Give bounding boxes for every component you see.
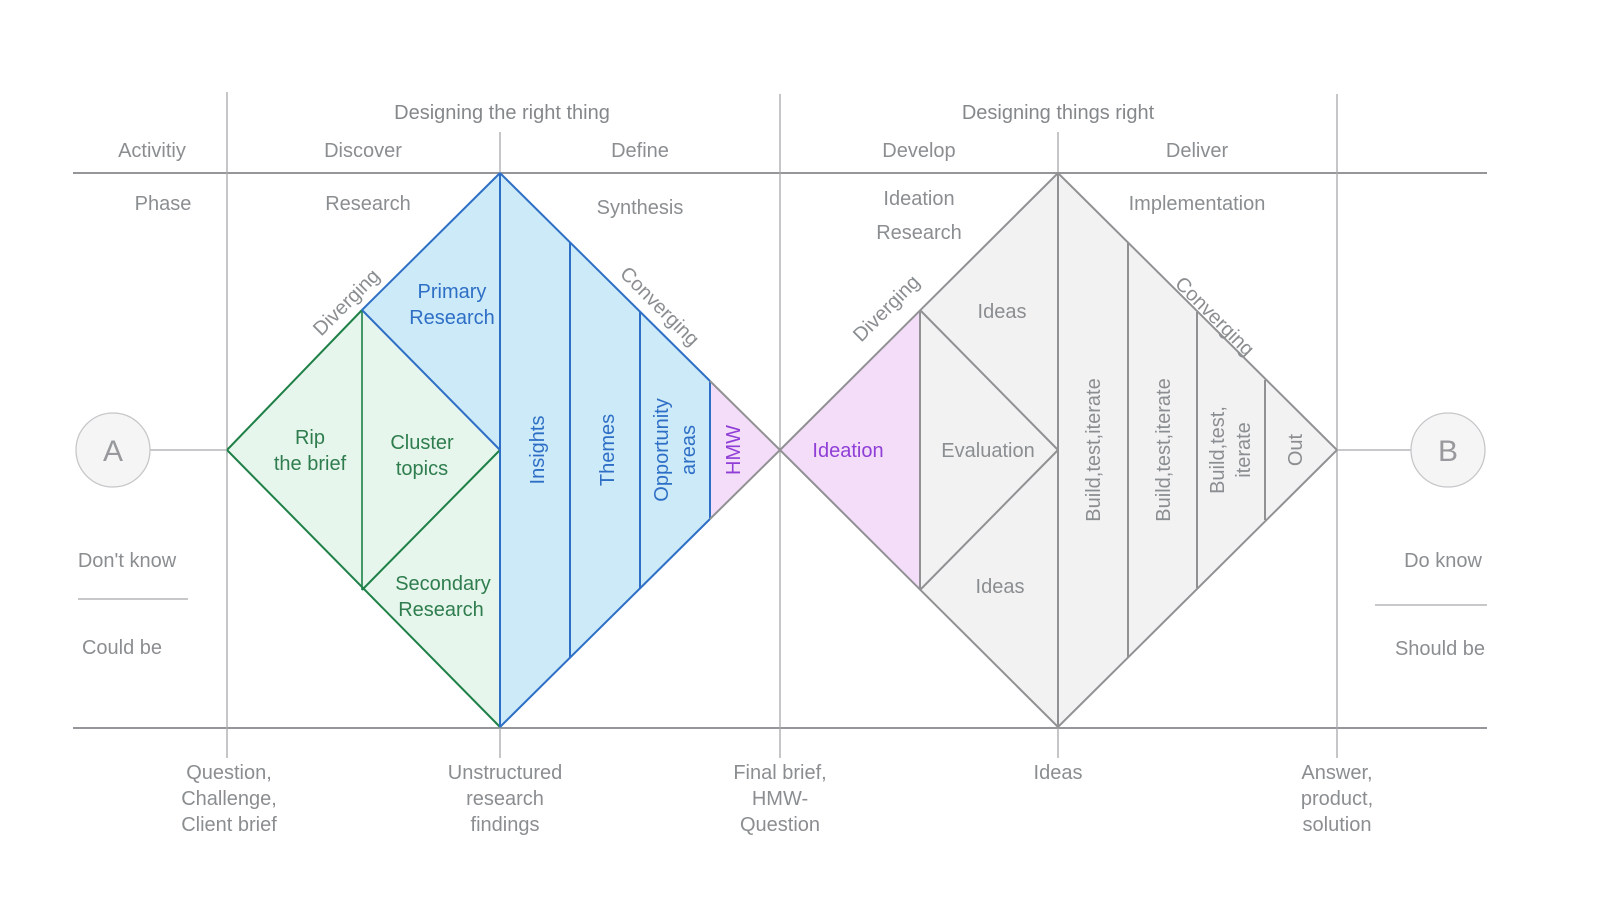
primary-research-line2: Research [409,307,495,329]
build-test-iterate-3-line2: iterate [1233,422,1255,478]
synthesis-cyan-region [500,173,710,727]
build-test-iterate-3-line1: Build,test, [1207,406,1229,494]
primary-research-region [362,173,500,450]
milestone-5-line3: solution [1303,814,1372,836]
start-state-top: Don't know [78,550,177,572]
out-label: Out [1285,433,1307,466]
ideation-label: Ideation [812,440,883,462]
milestone-1-line2: Challenge, [181,788,277,810]
d1-edge-left-top-green [226,309,363,451]
milestone-labels: Question, Challenge, Client brief Unstru… [181,762,1373,836]
phase-ideation-line2: Research [876,222,962,244]
ideas-bottom-label: Ideas [976,576,1025,598]
d1-edge-top-blue [361,172,501,311]
diamond1-lines [226,172,781,728]
build-test-iterate-1: Build,test,iterate [1083,378,1105,521]
d2-inner-edge-top [919,309,1059,451]
activity-row-label: Activitiy [118,140,186,162]
research-green-region [227,310,500,727]
activity-discover: Discover [324,140,402,162]
end-state-top: Do know [1404,550,1482,572]
d1-inner-edge-bottom [361,449,501,591]
rip-the-brief-line2: the brief [274,453,347,475]
group-title-right: Designing things right [962,102,1155,124]
d1-edge-right-top-blue [499,172,711,382]
phase-implementation: Implementation [1129,193,1266,215]
milestone-5-line1: Answer, [1301,762,1372,784]
b-circle [1410,412,1486,488]
evaluation-label: Evaluation [941,440,1034,462]
endpoint-b: B Do know Should be [1337,412,1487,660]
milestone-3-line1: Final brief, [733,762,826,784]
themes-label: Themes [597,414,619,486]
milestone-4-line1: Ideas [1034,762,1083,784]
opportunity-areas-line2: areas [678,425,700,475]
a-circle [75,412,151,488]
ideation-region [780,310,920,590]
end-state-bottom: Should be [1395,638,1485,660]
activity-define: Define [611,140,669,162]
build-test-iterate-2: Build,test,iterate [1153,378,1175,521]
diamond1-fills [227,173,780,727]
ideas-top-label: Ideas [978,301,1027,323]
activity-develop: Develop [882,140,955,162]
group-title-left: Designing the right thing [394,102,610,124]
secondary-research-line1: Secondary [395,573,491,595]
phase-research: Research [325,193,411,215]
cluster-topics-line2: topics [396,458,448,480]
endpoint-a: A Don't know Could be [75,412,227,659]
d1-edge-right-bottom-blue [499,518,711,728]
d1-edge-hmw-bottom-gray [709,449,781,520]
b-label: B [1438,435,1458,468]
milestone-2-line1: Unstructured [448,762,563,784]
milestone-2-line2: research [466,788,544,810]
milestone-3-line3: Question [740,814,820,836]
rip-the-brief-line1: Rip [295,427,325,449]
cluster-topics-line1: Cluster [390,432,454,454]
d2-inner-edge-bottom [919,449,1059,591]
d1-edge-hmw-top-gray [709,380,781,451]
opportunity-areas-line1: Opportunity [651,398,673,501]
milestone-1-line1: Question, [186,762,272,784]
a-label: A [103,435,123,468]
milestone-1-line3: Client brief [181,814,277,836]
secondary-research-line2: Research [398,599,484,621]
d1-inner-edge-top [361,309,501,451]
header: Designing the right thing Designing thin… [118,102,1265,244]
phase-synthesis: Synthesis [597,197,684,219]
insights-label: Insights [527,416,549,485]
grid-lines [73,92,1487,758]
milestone-5-line2: product, [1301,788,1373,810]
start-state-bottom: Could be [82,637,162,659]
milestone-3-line2: HMW- [752,788,808,810]
primary-research-line1: Primary [418,281,487,303]
hmw-region [710,381,780,519]
hmw-label: HMW [723,425,745,475]
activity-deliver: Deliver [1166,140,1229,162]
phase-ideation-line1: Ideation [883,188,954,210]
phase-row-label: Phase [135,193,192,215]
milestone-2-line3: findings [471,814,540,836]
